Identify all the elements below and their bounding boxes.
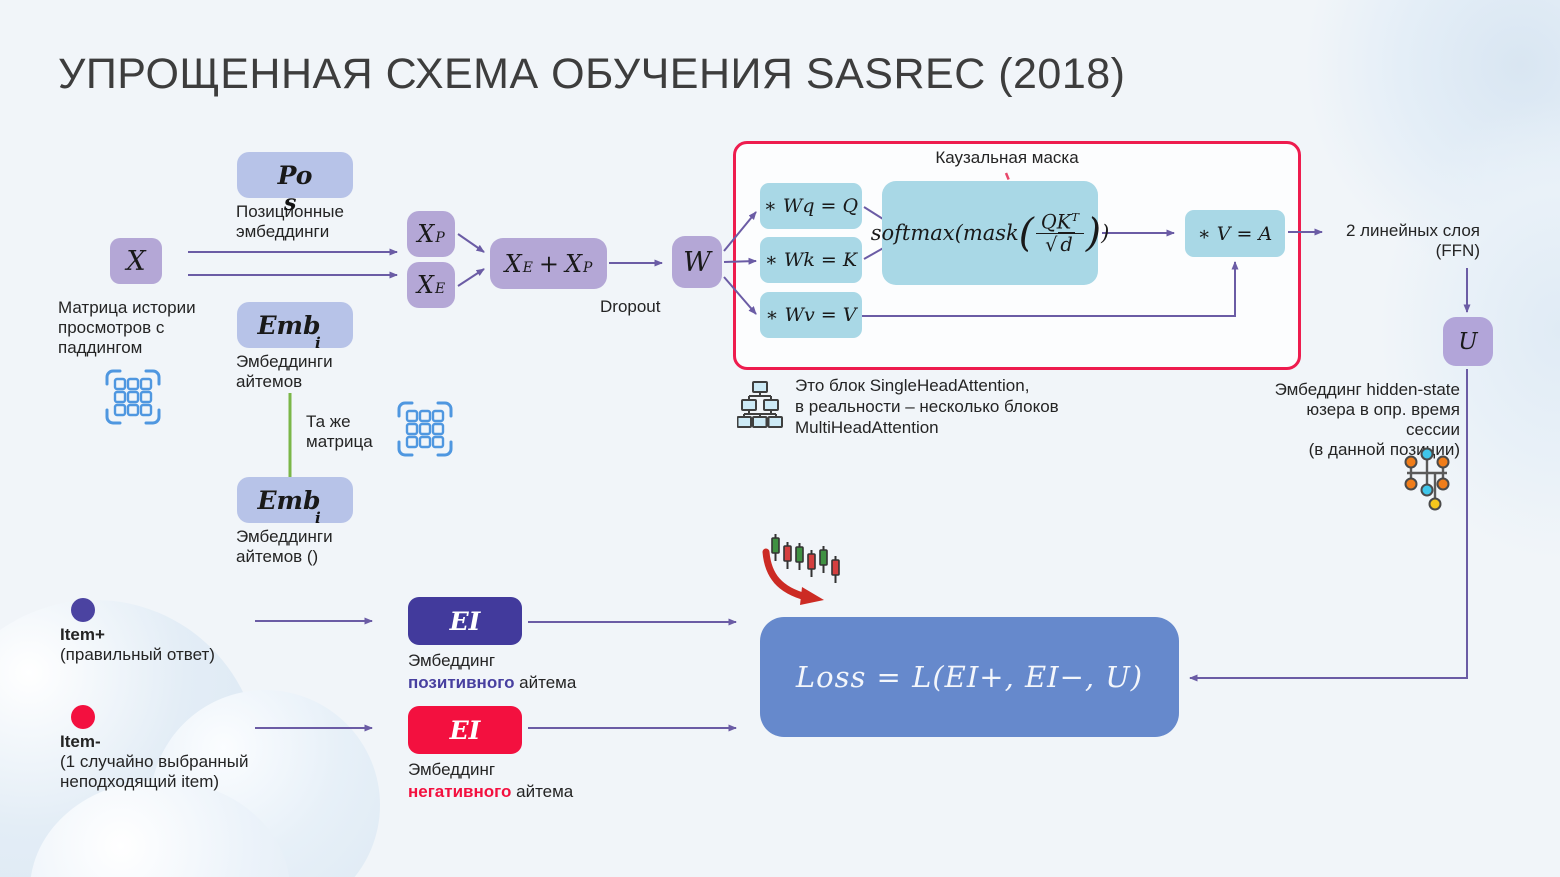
matrix-icon-left xyxy=(105,369,161,425)
node-emb-items-bottom: Emb i xyxy=(237,477,353,527)
x-caption: Матрица истории просмотров с паддингом xyxy=(58,298,196,357)
item-positive-desc: (правильный ответ) xyxy=(60,645,215,664)
decor-cloud-bottom-left-3 xyxy=(30,780,290,877)
same-matrix-label: Та же матрица xyxy=(306,412,373,451)
org-chart-icon xyxy=(737,381,783,428)
emb-bottom-subscript: i xyxy=(315,509,321,527)
ei-negative-caption-line1: Эмбеддинг xyxy=(408,760,496,779)
node-loss: Loss = L(EI+, EI−, U) xyxy=(760,617,1179,737)
slide-title: УПРОЩЕННАЯ СХЕМА ОБУЧЕНИЯ SASREC (2018) xyxy=(58,50,1126,98)
item-negative-name: Item- xyxy=(60,732,101,751)
pos-stray-s: s xyxy=(284,190,297,216)
node-u: U xyxy=(1443,317,1493,366)
loss-formula: Loss = L(EI+, EI−, U) xyxy=(795,660,1144,694)
pos-caption: Позиционные эмбеддинги xyxy=(236,202,344,241)
arrow-xp-to-sum xyxy=(457,233,485,253)
node-wk: ∗ Wk = K xyxy=(760,237,862,283)
arrow-xe-to-sum xyxy=(457,268,485,287)
item-negative-desc: (1 случайно выбранный неподходящий item) xyxy=(60,752,249,791)
ei-positive-caption-line1: Эмбеддинг xyxy=(408,651,496,670)
item-positive-name: Item+ xyxy=(60,625,105,644)
node-x: X xyxy=(110,238,162,284)
node-wv: ∗ Wv = V xyxy=(760,292,862,338)
matrix-icon-right xyxy=(397,401,453,457)
node-softmax: softmax(mask(QKT√d)) xyxy=(871,181,1109,285)
decor-cloud-bottom-left-1 xyxy=(0,600,260,877)
node-ei-negative: EI xyxy=(408,706,522,754)
attention-note: Это блок SingleHeadAttention, в реальнос… xyxy=(795,376,1059,437)
node-va: ∗ V = A xyxy=(1185,210,1285,257)
item-positive-bullet xyxy=(71,598,95,622)
dropout-label: Dropout xyxy=(600,297,661,316)
ffn-label: 2 линейных слоя (FFN) xyxy=(1345,221,1480,260)
node-wq: ∗ Wq = Q xyxy=(760,183,862,229)
ei-negative-caption-line2: негативного айтема xyxy=(408,782,574,801)
session-tree-icon xyxy=(1404,447,1450,511)
item-negative-bullet xyxy=(71,705,95,729)
emb-bottom-caption: Эмбеддинги айтемов () xyxy=(236,527,333,566)
node-pos-embeddings: Po s xyxy=(237,152,353,216)
node-ei-positive: EI xyxy=(408,597,522,645)
node-emb-items-top: Emb i xyxy=(237,302,353,352)
causal-mask-label: Каузальная маска xyxy=(935,148,1079,167)
emb-top-subscript: i xyxy=(315,334,321,352)
ei-positive-caption-line2: позитивного айтема xyxy=(408,673,577,692)
node-w: W xyxy=(672,236,722,288)
declining-candlestick-icon xyxy=(762,534,840,605)
emb-top-caption: Эмбеддинги айтемов xyxy=(236,352,333,391)
softmax-formula: softmax(mask(QKT√d)) xyxy=(870,209,1110,257)
